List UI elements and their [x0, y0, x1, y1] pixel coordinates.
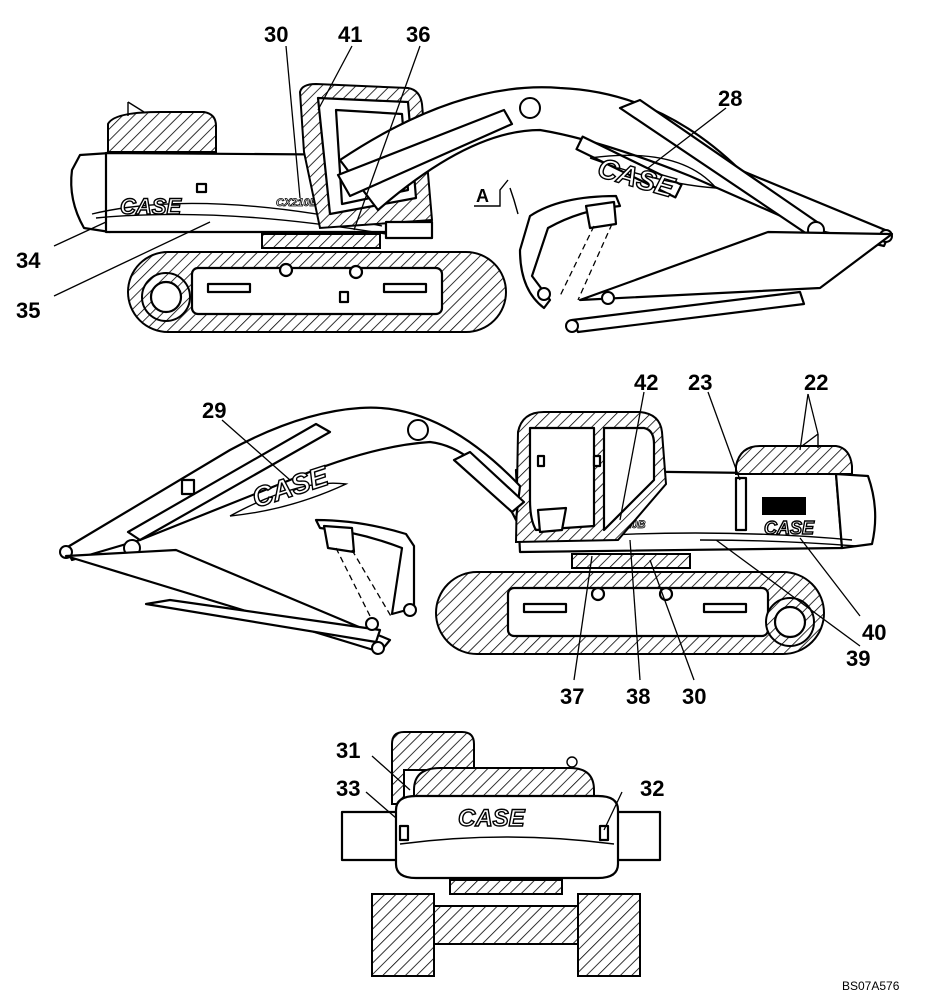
- right-view-cab: [514, 411, 668, 544]
- callout-29: 29: [202, 398, 226, 423]
- left-view-case-logo: CASE: [120, 194, 182, 219]
- right-view-boom: CASE: [59, 406, 526, 562]
- left-view-model-badge: CX210B: [276, 197, 318, 209]
- callout-39: 39: [846, 646, 870, 671]
- left-view-track: [127, 251, 507, 333]
- callout-31: 31: [336, 738, 360, 763]
- callout-42: 42: [634, 370, 658, 395]
- callout-38: 38: [626, 684, 650, 709]
- callout-36: 36: [406, 22, 430, 47]
- callout-30-left: 30: [264, 22, 288, 47]
- view-a-label: A: [476, 186, 489, 206]
- callout-30-right: 30: [682, 684, 706, 709]
- callout-22: 22: [804, 370, 828, 395]
- right-view-arm: [64, 518, 417, 655]
- reference-code: BS07A576: [842, 979, 900, 993]
- rear-view-right-track: [577, 893, 641, 977]
- left-view-arm: [518, 194, 894, 334]
- rear-view-engine-hood: [413, 767, 595, 801]
- callout-35: 35: [16, 298, 40, 323]
- rear-view-case-logo: CASE: [458, 805, 526, 832]
- callout-40: 40: [862, 620, 886, 645]
- view-a-marker: A: [474, 179, 519, 215]
- callout-23: 23: [688, 370, 712, 395]
- right-view-track: [435, 571, 825, 655]
- rear-view-undercarriage: [431, 905, 581, 945]
- left-view-turntable: [261, 233, 381, 249]
- callout-34: 34: [16, 248, 41, 273]
- left-side-view: CASE CX210B CASE: [70, 82, 894, 334]
- right-side-view: CASE CX210B CASE: [59, 406, 877, 655]
- leader-lines: [53, 45, 861, 831]
- right-view-case-logo: CASE: [764, 518, 815, 538]
- rear-view-left-track: [371, 893, 435, 977]
- rear-view: CASE: [340, 731, 662, 977]
- callout-33: 33: [336, 776, 360, 801]
- callout-32: 32: [640, 776, 664, 801]
- callout-41: 41: [338, 22, 362, 47]
- callout-28: 28: [718, 86, 742, 111]
- callout-37: 37: [560, 684, 584, 709]
- left-view-boom: CASE: [336, 86, 893, 248]
- callout-labels: 30 41 36 28 34 35 29 42 23 22 40 39 37 3…: [16, 22, 886, 801]
